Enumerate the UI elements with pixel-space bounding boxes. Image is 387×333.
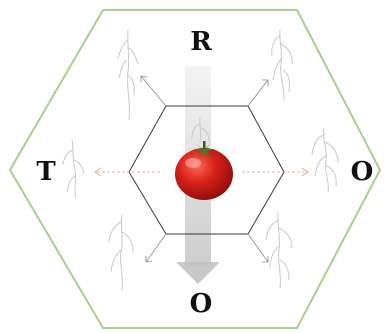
label-top: R bbox=[190, 27, 212, 57]
root-sketch-icon bbox=[312, 128, 338, 192]
root-sketch-icon bbox=[109, 215, 133, 290]
root-sketch-icon bbox=[118, 30, 138, 120]
root-sketch-icon bbox=[63, 140, 84, 198]
label-right: O bbox=[351, 157, 374, 187]
tomato-icon bbox=[175, 141, 233, 200]
label-left: T bbox=[36, 157, 56, 187]
root-sketch-icon bbox=[266, 212, 292, 288]
label-bottom: O bbox=[190, 289, 213, 319]
root-sketch-icon bbox=[272, 30, 292, 100]
